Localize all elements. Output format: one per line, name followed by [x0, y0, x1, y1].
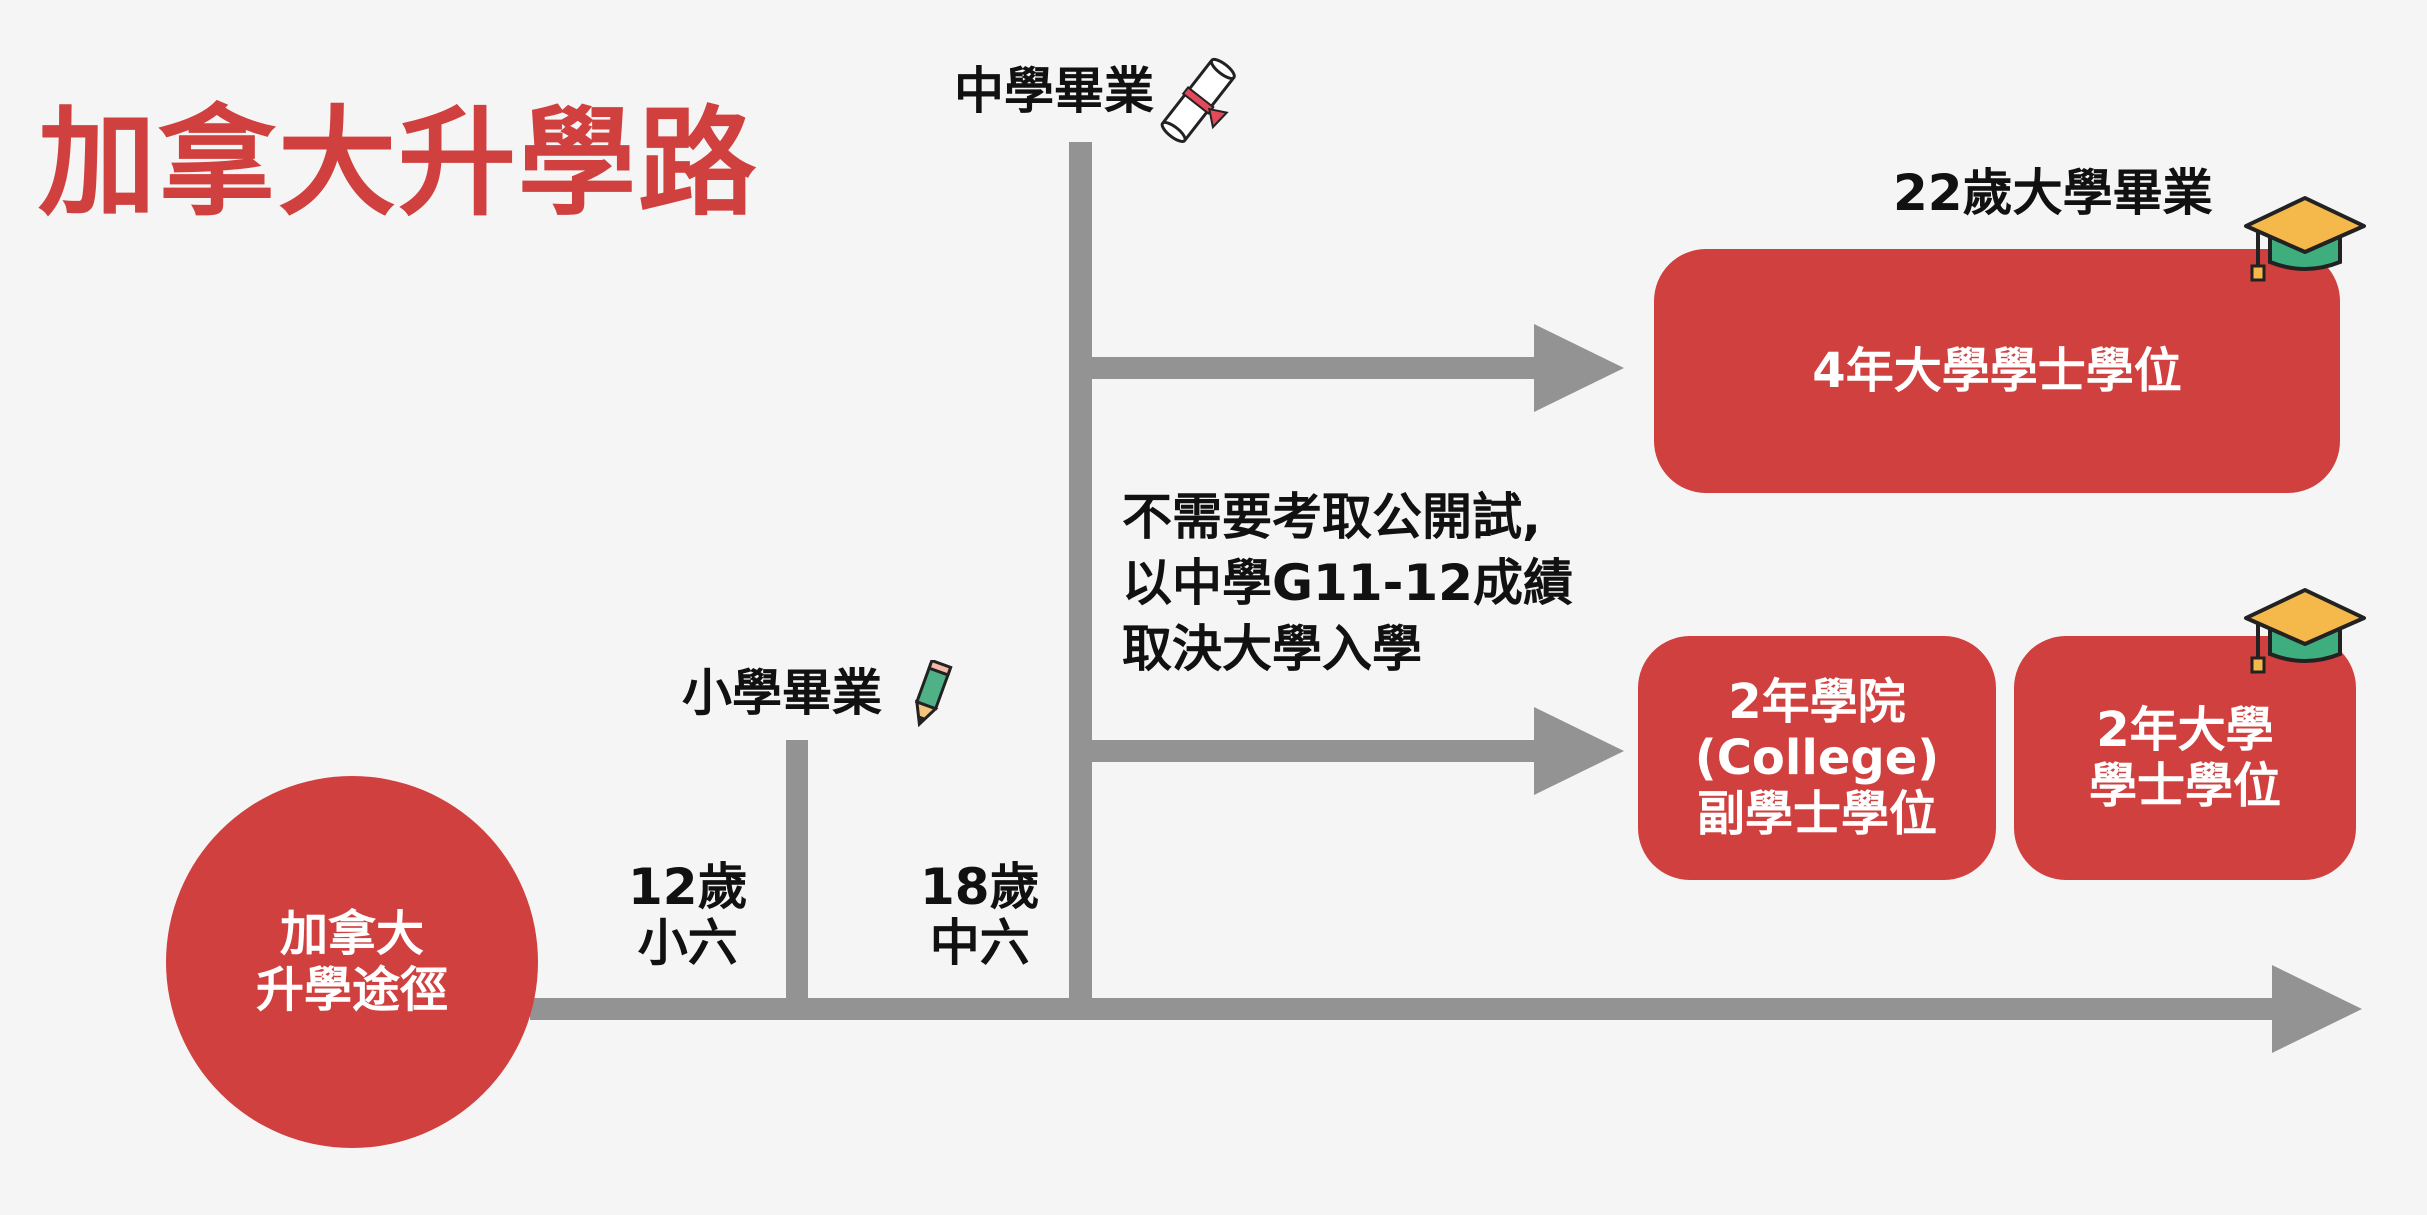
college-2yr-line-1: 2年學院 [1728, 674, 1906, 730]
admission-note-line-1: 不需要考取公開試, [1122, 488, 1541, 546]
secondary-grade: 中六 [929, 914, 1030, 972]
secondary-age: 18歲 [920, 858, 1040, 916]
primary-tick [786, 740, 808, 1010]
university-2yr-box: 2年大學 學士學位 [2014, 636, 2356, 880]
college-2yr-line-3: 副學士學位 [1696, 786, 1937, 842]
start-node: 加拿大 升學途徑 [166, 776, 538, 1148]
secondary-graduation-label: 中學畢業 [954, 62, 1154, 120]
arrow-to-university-4yr [1080, 357, 1540, 379]
diploma-scroll-icon [1160, 57, 1236, 143]
arrowhead-university-4yr [1534, 324, 1624, 412]
page-title: 加拿大升學路 [38, 94, 759, 232]
main-timeline-arrowhead [2272, 965, 2362, 1053]
university-4yr-box: 4年大學學士學位 [1654, 249, 2340, 493]
primary-milestone-details: 12歲 小六 [628, 859, 748, 971]
start-node-line-1: 加拿大 [279, 906, 424, 962]
start-node-line-2: 升學途徑 [255, 962, 448, 1018]
university-graduation-caption: 22歲大學畢業 [1893, 164, 2213, 222]
university-2yr-line-2: 學士學位 [2088, 758, 2281, 814]
arrowhead-college [1534, 707, 1624, 795]
graduation-cap-icon [2244, 588, 2366, 674]
university-2yr-line-1: 2年大學 [2096, 702, 2274, 758]
primary-graduation-label: 小學畢業 [682, 664, 882, 722]
admission-note-line-2: 以中學G11-12成績 [1122, 554, 1573, 612]
university-4yr-label: 4年大學學士學位 [1812, 343, 2182, 399]
admission-note-line-3: 取決大學入學 [1122, 620, 1422, 678]
main-timeline [530, 998, 2280, 1020]
primary-age: 12歲 [628, 858, 748, 916]
graduation-cap-icon [2244, 196, 2366, 282]
college-2yr-box: 2年學院 (College) 副學士學位 [1638, 636, 1996, 880]
pencil-icon [914, 660, 953, 728]
secondary-milestone-details: 18歲 中六 [920, 859, 1040, 971]
arrow-to-college [1080, 740, 1540, 762]
admission-note: 不需要考取公開試, 以中學G11-12成績 取決大學入學 [1122, 484, 1573, 682]
primary-grade: 小六 [637, 914, 738, 972]
secondary-vertical [1069, 142, 1092, 1010]
college-2yr-line-2: (College) [1694, 730, 1940, 786]
